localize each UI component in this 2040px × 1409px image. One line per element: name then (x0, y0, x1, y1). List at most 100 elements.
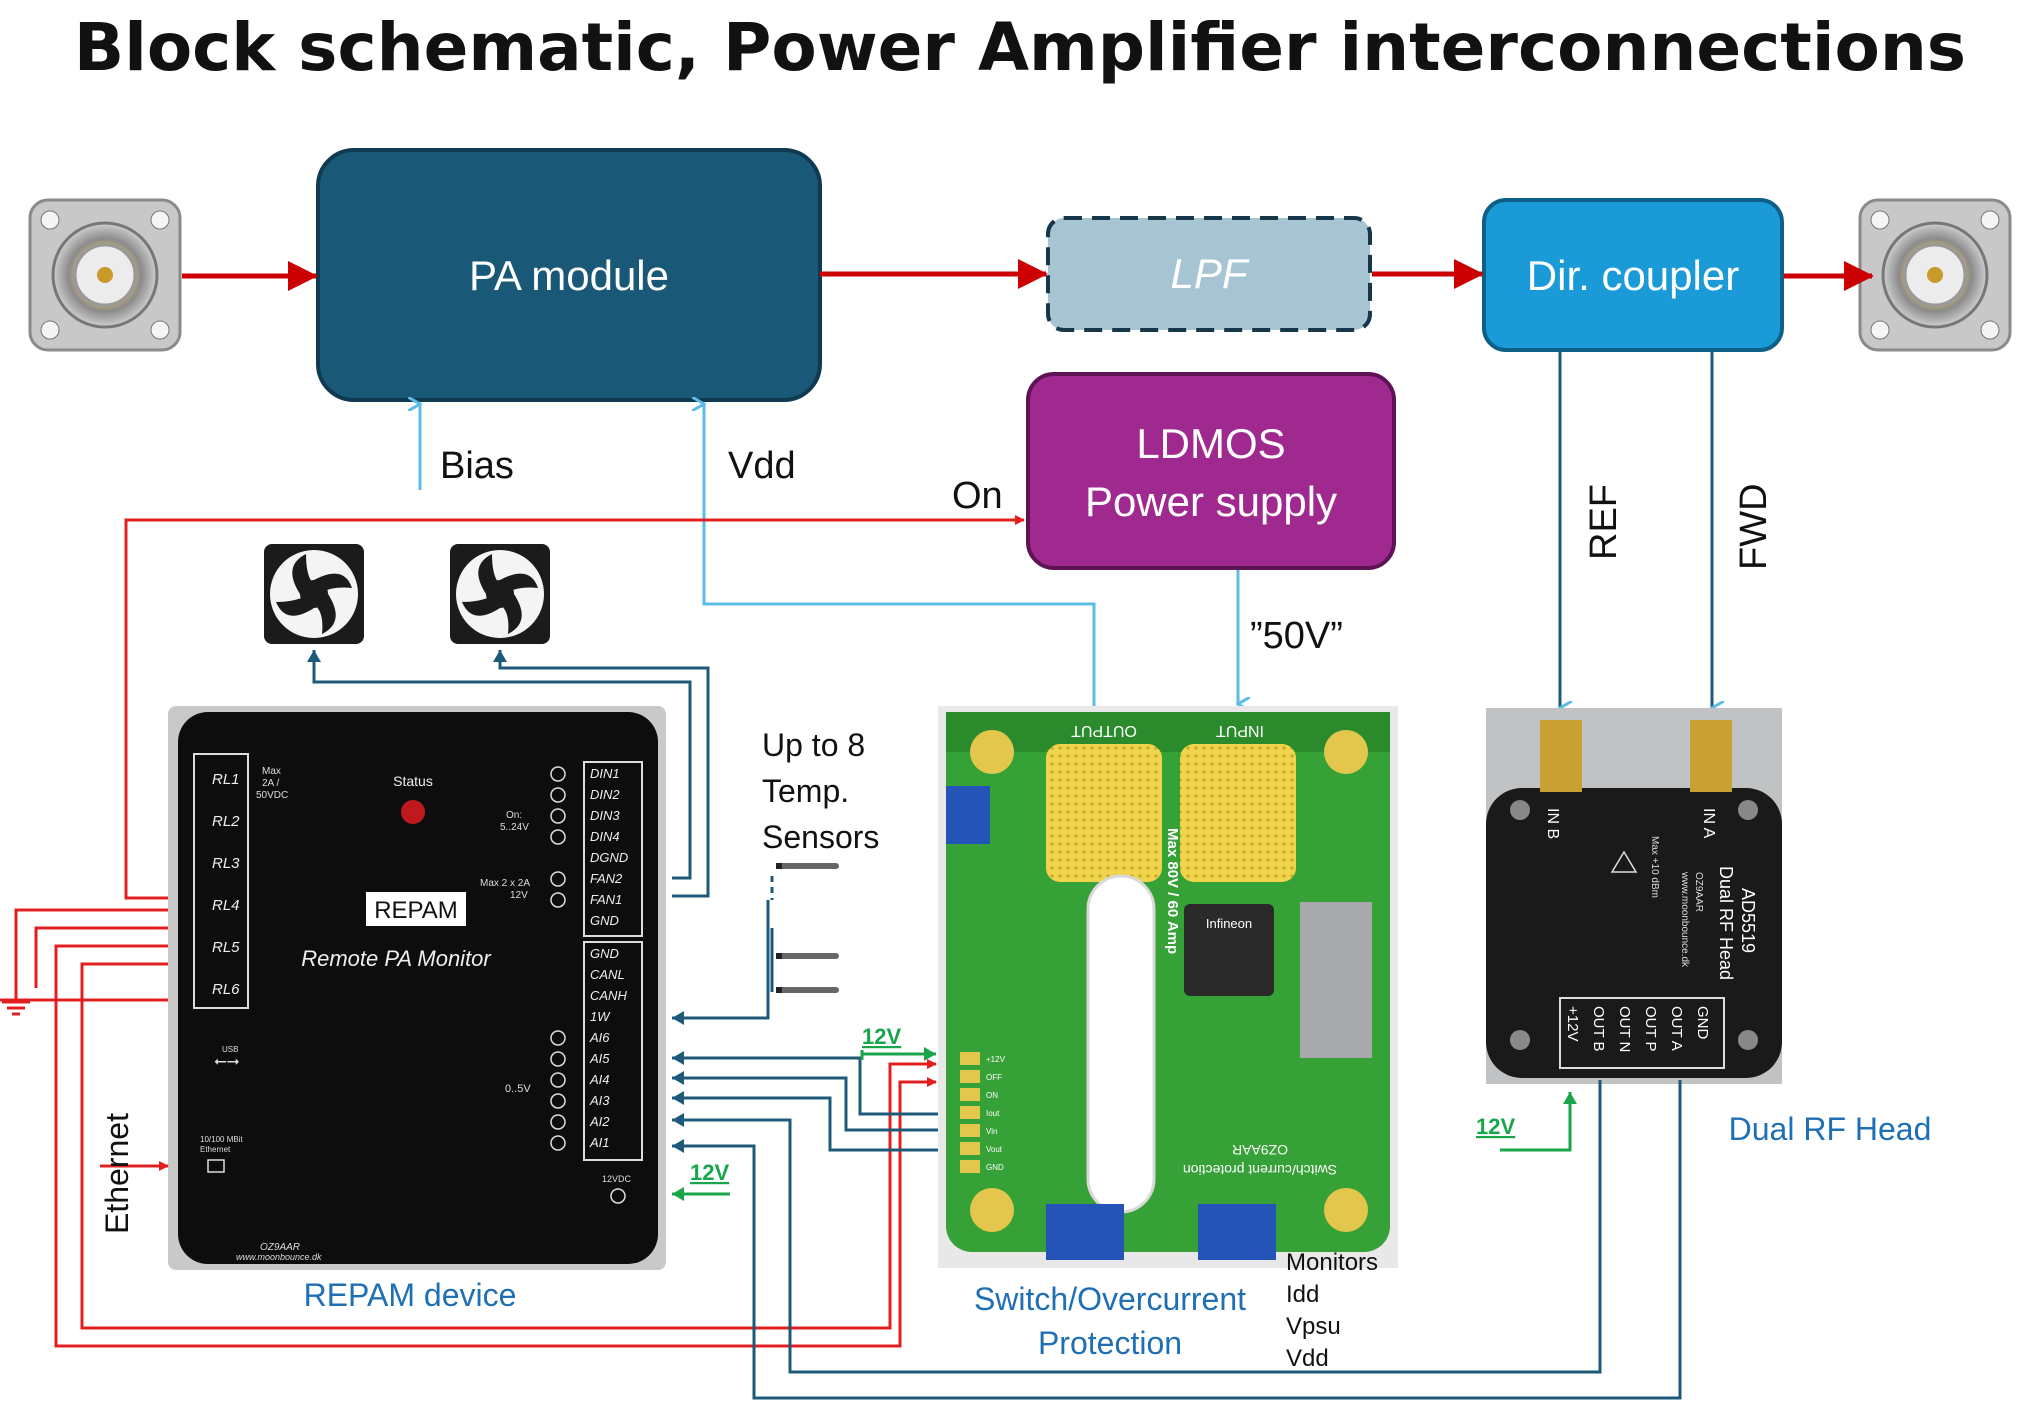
sma-in-a-icon (1690, 720, 1732, 792)
label-vdd: Vdd (728, 445, 796, 487)
caption-switch-line2: Protection (1038, 1325, 1182, 1361)
rf-pin-out-n: OUT N (1616, 1006, 1633, 1052)
label-on: On (952, 475, 1003, 517)
pin-din1: DIN1 (590, 766, 620, 781)
relay-rating-3: 50VDC (256, 790, 288, 801)
repam-badge (366, 892, 466, 926)
caption-dual-rf-head: Dual RF Head (1729, 1111, 1932, 1147)
input-pad (1180, 744, 1296, 882)
relay-rating-1: Max (262, 766, 281, 777)
label-50v: ”50V” (1250, 615, 1343, 657)
ldmos-label-line2: Power supply (1085, 478, 1337, 525)
pin-fan1: FAN1 (590, 892, 622, 907)
board-rating: Max 80V / 60 Amp (1164, 828, 1181, 954)
label-ethernet: Ethernet (99, 1113, 135, 1234)
n-connector-input-icon (28, 198, 182, 352)
ldmos-power-supply-block (1026, 372, 1396, 570)
board-pin-vout: Vout (986, 1145, 1003, 1154)
board-pin-vin: Vin (986, 1127, 997, 1136)
output-pad (1046, 744, 1162, 882)
page-title: Block schematic, Power Amplifier interco… (74, 9, 1966, 86)
sensors-line3: Sensors (762, 819, 879, 855)
switch-board: OUTPUT INPUT Max 80V / 60 Amp Infineon +… (938, 706, 1398, 1268)
rf-site: www.moonbounce.dk (1679, 871, 1690, 968)
ldmos-label-line1: LDMOS (1136, 420, 1285, 467)
dir-coupler-label: Dir. coupler (1527, 252, 1739, 299)
mount-hole-br-icon (1324, 1188, 1368, 1232)
pin-ai2: AI2 (589, 1114, 610, 1129)
rf-max: Max +10 dBm (1649, 836, 1660, 898)
board-brand: Infineon (1206, 916, 1252, 931)
din-rating-1: On: (506, 810, 522, 821)
monitors-line3: Vpsu (1286, 1313, 1341, 1340)
pin-canl: CANL (590, 967, 625, 982)
pin-ai4: AI4 (589, 1072, 610, 1087)
board-maker: OZ9AAR (1232, 1142, 1288, 1158)
warning-icon (1610, 850, 1638, 873)
rf-pin-gnd: GND (1694, 1006, 1711, 1040)
board-input-label: INPUT (1216, 722, 1264, 739)
ai-range: 0..5V (505, 1083, 531, 1095)
board-pin-gnd: GND (986, 1163, 1004, 1172)
relay-rating-2: 2A / (262, 778, 279, 789)
caption-repam-device: REPAM device (304, 1277, 517, 1313)
light-blue-lines (420, 404, 1238, 706)
pin-fan2: FAN2 (590, 871, 623, 886)
shunt-resistor (1086, 874, 1156, 1214)
rf-in-b: IN B (1544, 808, 1561, 839)
temp-sensor-probes-icon (770, 863, 839, 993)
relay-label-3: RL3 (212, 855, 240, 872)
board-bottom-text: Switch/current protection (1183, 1162, 1337, 1178)
rf-model: AD5519 (1738, 888, 1758, 953)
fan-rating-1: Max 2 x 2A (480, 878, 530, 889)
ground-icon (2, 988, 30, 1016)
eth-label-1: 10/100 MBit (200, 1135, 243, 1144)
dual-rf-head: IN B IN A AD5519 Dual RF Head OZ9AAR www… (1486, 708, 1782, 1084)
monitors-line1: Monitors (1286, 1249, 1378, 1276)
pin-ai1: AI1 (589, 1135, 610, 1150)
rf-maker: OZ9AAR (1693, 872, 1704, 912)
relay-label-4: RL4 (212, 897, 240, 914)
relay-component (1300, 902, 1372, 1058)
pin-din4: DIN4 (590, 829, 620, 844)
ref-fwd-lines (1560, 352, 1712, 708)
power-jack-icon (610, 1188, 626, 1204)
mount-hole-bl-icon (970, 1188, 1014, 1232)
label-ref: REF (1583, 484, 1625, 560)
pin-1w: 1W (590, 1009, 611, 1024)
pwr-label: 12VDC (602, 1174, 632, 1184)
rf-name: Dual RF Head (1716, 866, 1736, 980)
board-output-label: OUTPUT (1071, 722, 1137, 739)
status-label: Status (393, 773, 433, 789)
caption-switch-line1: Switch/Overcurrent (974, 1281, 1246, 1317)
rf-pin-12v: +12V (1564, 1006, 1581, 1041)
board-pin-12v: +12V (986, 1055, 1006, 1064)
repam-subtitle: Remote PA Monitor (301, 946, 492, 971)
fan-wires (307, 650, 710, 898)
relay-label-6: RL6 (212, 981, 240, 998)
label-12v-rf-head: 12V (1476, 1114, 1515, 1139)
monitors-line4: Vdd (1286, 1345, 1329, 1372)
relay-block (193, 753, 249, 1009)
din-rating-2: 5..24V (500, 822, 529, 833)
fan-1-icon (264, 544, 364, 644)
rf-in-a: IN A (1700, 808, 1717, 839)
pin-canh: CANH (590, 988, 627, 1003)
pin-ai6: AI6 (589, 1030, 610, 1045)
fan-rating-2: 12V (510, 890, 528, 901)
board-pin-iout: Iout (986, 1109, 1000, 1118)
pin-gnd-bottom: GND (590, 946, 619, 961)
sensors-line1: Up to 8 (762, 727, 865, 763)
usb-label: USB (222, 1045, 238, 1054)
pin-din2: DIN2 (590, 787, 620, 802)
trim-pot-right-icon (1198, 1204, 1276, 1260)
dir-coupler-block (1482, 198, 1784, 352)
status-led-icon (401, 800, 425, 824)
sensors-line2: Temp. (762, 773, 849, 809)
sma-in-b-icon (1540, 720, 1582, 792)
mosfet-chip (1184, 904, 1274, 996)
pa-module-label: PA module (469, 252, 669, 299)
usb-icon: ⭠⭢ (214, 1053, 240, 1070)
ethernet-port-icon (207, 1159, 225, 1173)
